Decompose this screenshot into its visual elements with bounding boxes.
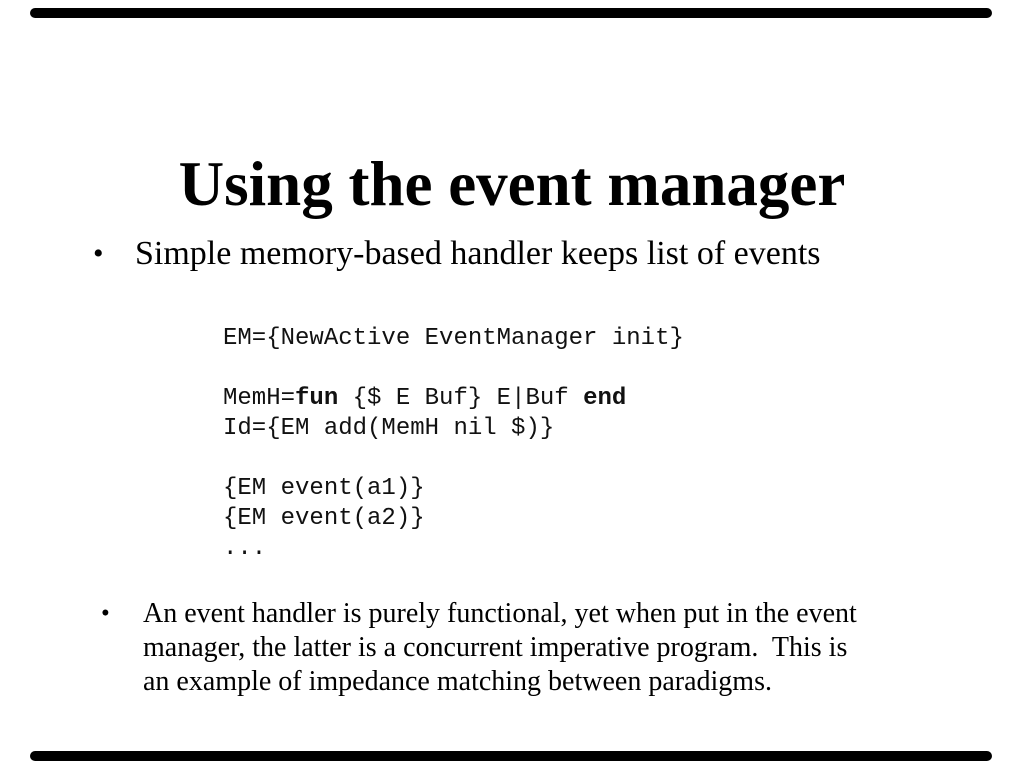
bullet-marker: • bbox=[101, 600, 110, 627]
code-text: {EM event(a2)} bbox=[223, 505, 425, 532]
code-line: Id={EM add(MemH nil $)} bbox=[223, 414, 684, 444]
paragraph-line: manager, the latter is a concurrent impe… bbox=[143, 632, 848, 663]
bullet-item-2: • An event handler is purely functional,… bbox=[101, 597, 857, 699]
code-line: MemH=fun {$ E Buf} E|Buf end bbox=[223, 384, 684, 414]
code-line: {EM event(a1)} bbox=[223, 474, 684, 504]
code-line bbox=[223, 444, 684, 474]
code-text: ... bbox=[223, 535, 267, 562]
bullet-item-1: • Simple memory-based handler keeps list… bbox=[93, 234, 821, 274]
code-text: {EM event(a1)} bbox=[223, 475, 425, 502]
bottom-border-bar bbox=[30, 751, 992, 761]
code-keyword: end bbox=[583, 385, 627, 412]
code-line: {EM event(a2)} bbox=[223, 504, 684, 534]
bullet-item-1-text: Simple memory-based handler keeps list o… bbox=[135, 235, 821, 272]
bullet-marker: • bbox=[93, 237, 104, 270]
paragraph-line: An event handler is purely functional, y… bbox=[143, 598, 857, 629]
code-keyword: fun bbox=[295, 385, 339, 412]
code-line: ... bbox=[223, 534, 684, 564]
code-line bbox=[223, 354, 684, 384]
code-text: EM={NewActive EventManager init} bbox=[223, 325, 684, 352]
code-text: MemH= bbox=[223, 385, 296, 412]
top-border-bar bbox=[30, 8, 992, 18]
code-block: EM={NewActive EventManager init} MemH=fu… bbox=[223, 324, 684, 564]
code-line: EM={NewActive EventManager init} bbox=[223, 324, 684, 354]
slide-title: Using the event manager bbox=[178, 149, 846, 220]
bullet-item-2-text: An event handler is purely functional, y… bbox=[143, 597, 857, 699]
code-text: Id={EM add(MemH nil $)} bbox=[223, 415, 555, 442]
code-text: {$ E Buf} E|Buf bbox=[338, 385, 584, 412]
paragraph-line: an example of impedance matching between… bbox=[143, 666, 772, 697]
